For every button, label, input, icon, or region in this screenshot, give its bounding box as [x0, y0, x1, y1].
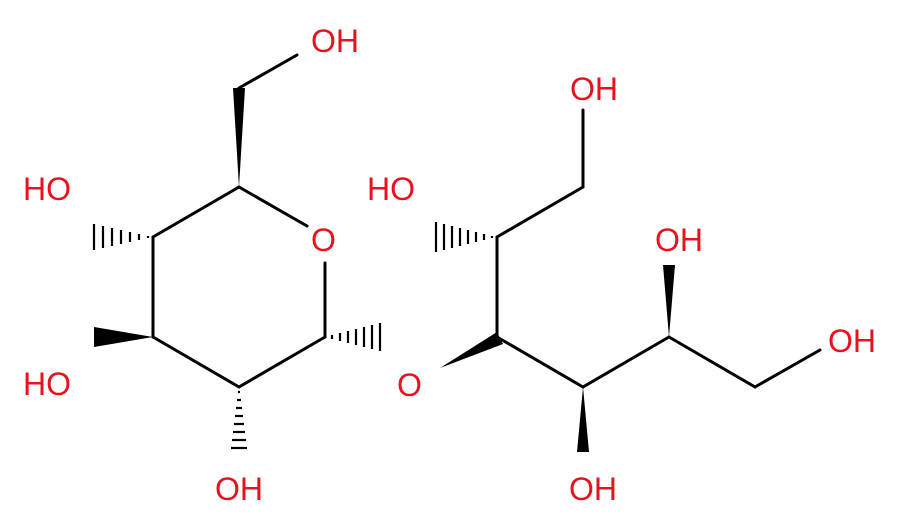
bond-c3-c2: [151, 335, 241, 389]
oh-label-chain-c1: OH: [570, 71, 618, 107]
ho-label-chain-c2: HO: [367, 171, 415, 207]
bond-c2-c1: [237, 335, 327, 389]
ho-label-c3: HO: [23, 366, 71, 402]
wedge-bond-c5-c6: [233, 88, 245, 187]
wedge-bond-chain-c6-oh: [663, 265, 675, 337]
hashed-bond-c1-glycosidic-o: [330, 323, 382, 351]
oh-label-chain-c7: OH: [828, 323, 876, 359]
oh-label-c2: OH: [215, 471, 263, 507]
oh-label-chain-c6: OH: [655, 222, 703, 258]
bond-c6-oh: [237, 53, 299, 90]
oh-label-chain-c5: OH: [569, 471, 617, 507]
bond-c5-c4: [151, 185, 241, 239]
wedge-bond-chain-c5-oh: [577, 387, 589, 452]
hashed-bond-chain-c3-oh: [434, 222, 494, 252]
bond-c3-c2-chain: [495, 185, 585, 239]
bond-c4-c5-chain: [495, 335, 585, 389]
hashed-bond-c4-oh: [92, 224, 150, 250]
wedge-bond-c3-oh: [94, 327, 153, 347]
oh-label-ch2oh: OH: [311, 23, 359, 59]
bond-ring-o-c5: [237, 185, 309, 228]
bond-c7-oh: [753, 348, 822, 389]
ho-label-c4: HO: [23, 171, 71, 207]
ring-oxygen-label: O: [311, 222, 336, 258]
open-chain: [495, 108, 822, 389]
pyranose-ring: [151, 185, 327, 389]
wedge-bond-glycosidic-o-c4: [440, 332, 503, 368]
bond-c5-c6-chain: [581, 335, 671, 389]
bond-c6-c7-chain: [667, 335, 757, 389]
hashed-bond-c2-oh: [231, 390, 247, 450]
glycosidic-oxygen-label: O: [397, 367, 422, 403]
